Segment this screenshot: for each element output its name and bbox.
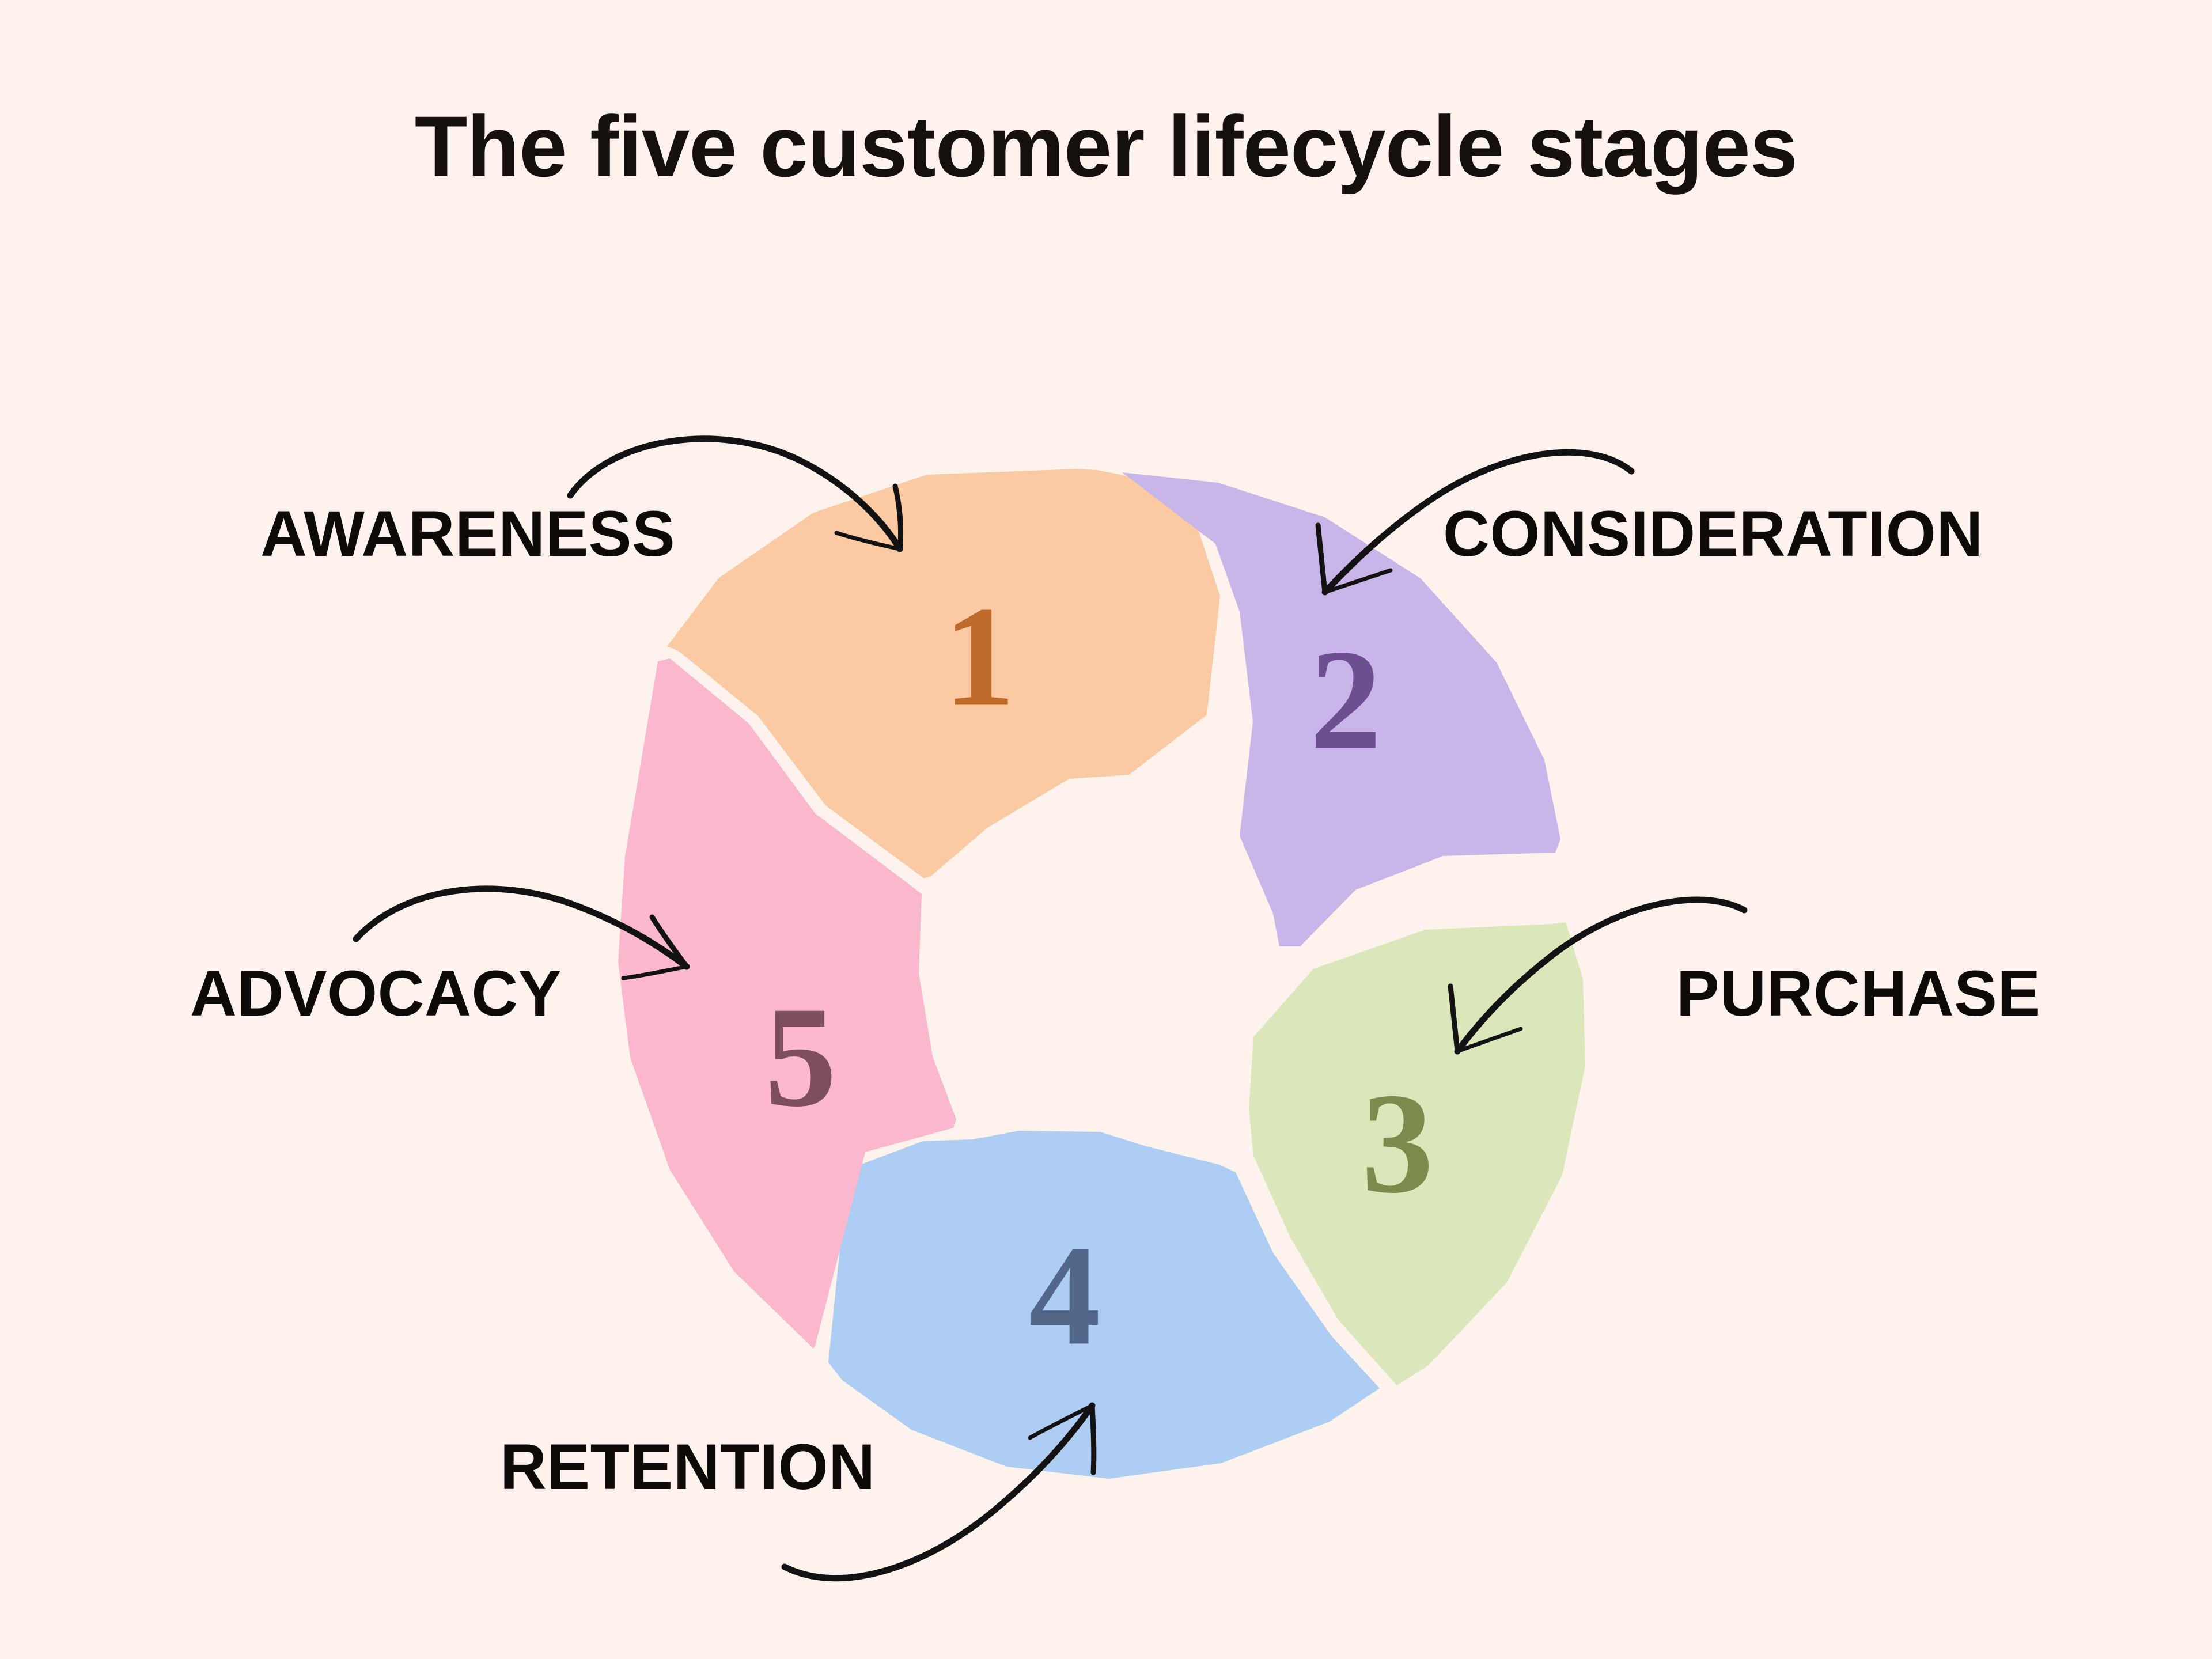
segment-awareness-shape[interactable] <box>667 469 1220 878</box>
segment-consideration-number: 2 <box>1310 620 1382 780</box>
segment-purchase[interactable]: 3 <box>1249 922 1585 1385</box>
arrow-retention-icon <box>781 1402 1097 1582</box>
segment-advocacy-shape[interactable] <box>618 658 956 1349</box>
stage-label-awareness: AWARENESS <box>260 498 676 570</box>
arrow-awareness-icon <box>567 435 904 552</box>
arrow-advocacy-icon <box>353 885 690 980</box>
segment-retention-number: 4 <box>1029 1216 1101 1376</box>
arrow-purchase-icon <box>1448 896 1748 1055</box>
segment-consideration[interactable]: 2 <box>1122 472 1560 946</box>
segment-purchase-shape[interactable] <box>1249 922 1585 1385</box>
arrow-consideration-icon <box>1315 449 1635 596</box>
segment-retention-shape[interactable] <box>828 1131 1380 1479</box>
segment-awareness-number: 1 <box>944 577 1016 737</box>
segment-advocacy-number: 5 <box>765 978 837 1137</box>
segment-purchase-number: 3 <box>1362 1064 1434 1224</box>
segment-retention[interactable]: 4 <box>828 1131 1380 1479</box>
stage-label-purchase: PURCHASE <box>1676 957 2041 1029</box>
stage-label-advocacy: ADVOCACY <box>190 957 562 1029</box>
segment-advocacy[interactable]: 5 <box>618 658 956 1349</box>
segment-consideration-shape[interactable] <box>1122 472 1560 946</box>
stage-label-consideration: CONSIDERATION <box>1443 498 1983 570</box>
segment-awareness[interactable]: 1 <box>667 469 1220 878</box>
stage-label-retention: RETENTION <box>500 1431 876 1503</box>
page-title: The five customer lifecycle stages <box>414 98 1798 195</box>
